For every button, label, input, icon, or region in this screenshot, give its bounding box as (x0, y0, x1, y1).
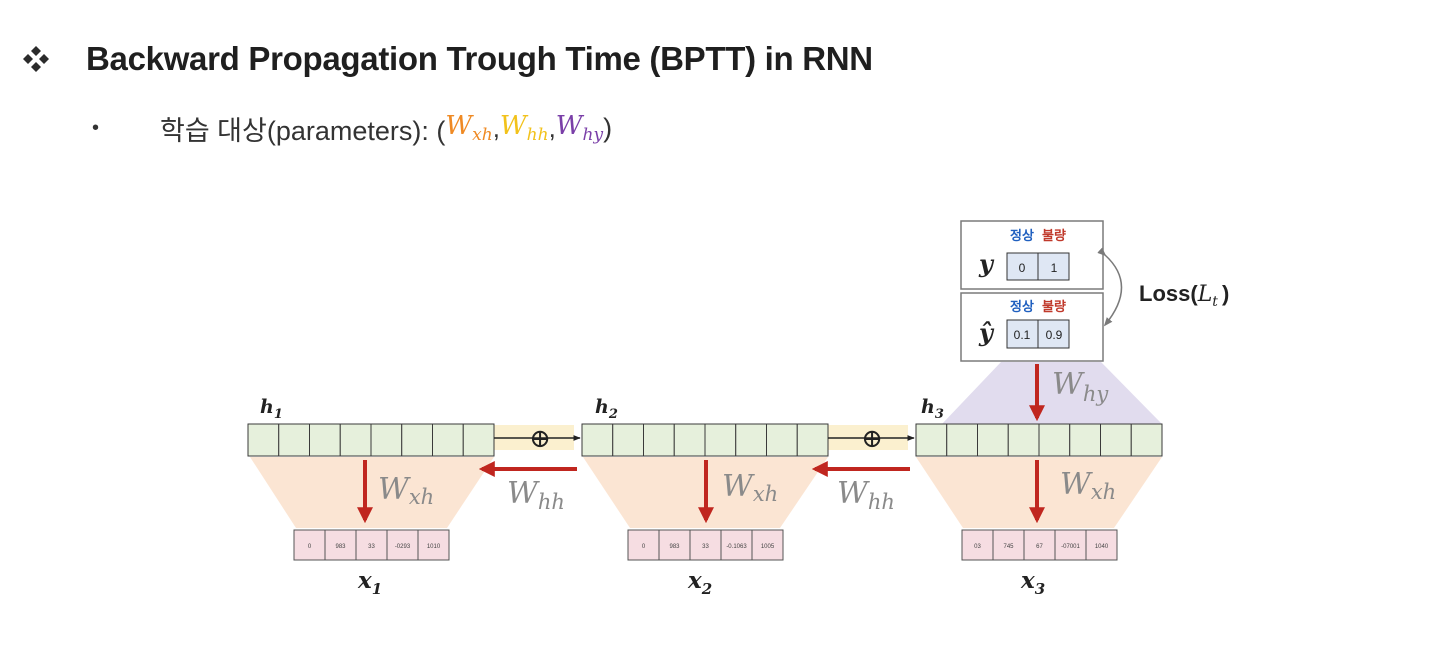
hidden-cell-h2 (796, 423, 829, 457)
hidden-cell-h2 (673, 423, 706, 457)
hidden-cell-h3 (1007, 423, 1040, 457)
hidden-cell-h1 (278, 423, 310, 457)
weight-label-hh-2: Whh (837, 476, 895, 514)
param-w-hy: Why (555, 110, 604, 146)
yhat-label: ŷ (978, 318, 995, 347)
hidden-cell-h1 (339, 423, 372, 457)
hidden-cell-h3 (1038, 423, 1071, 457)
input-cell-x3 (1023, 529, 1056, 561)
y-class-normal-label: 정상 (1010, 228, 1034, 244)
hidden-cell-h3 (977, 423, 1009, 457)
param-separator: , (492, 112, 500, 143)
hidden-cell-h3 (1069, 423, 1101, 457)
weight-label-hh-1: Whh (507, 476, 565, 514)
subtitle-row: • 학습 대상(parameters): ( Wxh , Whh , Why ) (92, 108, 612, 148)
input-value-x3: 1040 (1095, 544, 1109, 550)
input-value-x2: 0 (642, 544, 646, 550)
hidden-cell-h1 (309, 423, 341, 457)
hidden-cell-h3 (915, 423, 948, 457)
param-separator: , (548, 112, 556, 143)
hidden-cell-h3 (1130, 423, 1163, 457)
input-value-x3: 745 (1003, 544, 1014, 550)
input-cell-x3 (992, 529, 1025, 561)
param-w-hh: Whh (499, 110, 549, 146)
input-cell-x1 (417, 529, 450, 561)
input-vectors: 0 983 33 -0293 1010 0 983 33 -0.1063 1005 03 745 67 -… (293, 529, 1118, 561)
title-row: Backward Propagation Trough Time (BPTT) … (22, 34, 873, 84)
yhat-class-defect-label: 불량 (1042, 300, 1066, 315)
input-value-x1: 983 (335, 544, 346, 550)
y-label: y (978, 249, 995, 278)
input-value-x1: -0293 (395, 544, 411, 550)
subtitle-text: 학습 대상(parameters): ( (160, 115, 446, 146)
input-cell-x1 (386, 529, 419, 561)
weight-label-xh-1: Wxh (378, 472, 434, 509)
input-value-x1: 33 (368, 544, 375, 550)
hy-projection-shape (942, 362, 1162, 424)
input-cell-x2 (627, 529, 660, 561)
input-value-x3: -07001 (1061, 544, 1080, 550)
yhat-value-1: 0.9 (1046, 328, 1063, 342)
hidden-cell-h3 (1100, 423, 1132, 457)
input-value-x3: 67 (1036, 544, 1043, 550)
hidden-cell-h2 (581, 423, 614, 457)
weight-label-xh-2: Wxh (722, 469, 778, 506)
x3-label: x3 (1020, 567, 1045, 598)
plus-icon-1: ⊕ (529, 424, 551, 454)
input-cell-x2 (689, 529, 722, 561)
y-value-0: 0 (1019, 261, 1026, 275)
input-cell-x2 (720, 529, 753, 561)
closing-paren: ) (603, 112, 613, 143)
input-value-x1: 1010 (427, 544, 441, 550)
y-class-defect-label: 불량 (1042, 229, 1066, 244)
param-w-xh: Wxh (445, 110, 493, 146)
input-cell-x3 (1085, 529, 1118, 561)
page-title: Backward Propagation Trough Time (BPTT) … (86, 40, 873, 77)
input-value-x3: 03 (974, 544, 981, 550)
hidden-cell-h1 (462, 423, 495, 457)
input-cell-x2 (658, 529, 691, 561)
hidden-cell-h2 (704, 423, 737, 457)
hidden-cell-h2 (735, 423, 767, 457)
yhat-cell-1 (1037, 319, 1070, 349)
hidden-cell-h1 (247, 423, 280, 457)
yhat-class-normal-label: 정상 (1010, 299, 1034, 315)
input-value-x2: 983 (669, 544, 680, 550)
input-cell-x2 (751, 529, 784, 561)
hidden-cell-h2 (612, 423, 644, 457)
hidden-cell-h2 (766, 423, 798, 457)
xh-projection-shape-1 (250, 457, 494, 528)
hidden-cell-h3 (946, 423, 978, 457)
weight-label-hy: Why (1052, 367, 1109, 406)
four-diamond-bullet-icon (23, 46, 49, 72)
hidden-cell-h1 (432, 423, 464, 457)
input-value-x2: 1005 (761, 544, 775, 550)
h2-label: h2 (595, 396, 618, 422)
input-value-x2: -0.1063 (726, 544, 747, 550)
hidden-cell-h2 (643, 423, 675, 457)
yhat-value-0: 0.1 (1014, 328, 1031, 342)
y-cell-1 (1037, 252, 1070, 281)
hidden-cell-h1 (370, 423, 403, 457)
input-value-x2: 33 (702, 544, 709, 550)
input-value-x1: 0 (308, 544, 312, 550)
h1-label: h1 (260, 396, 283, 422)
weight-label-xh-3: Wxh (1060, 467, 1116, 504)
y-cell-0 (1006, 252, 1039, 281)
loss-label: Loss(Lt) (1139, 281, 1229, 310)
hidden-cell-h1 (401, 423, 433, 457)
y-value-1: 1 (1051, 261, 1058, 275)
hidden-vectors (247, 423, 1163, 457)
x1-label: x1 (357, 567, 382, 598)
h3-label: h3 (921, 396, 944, 422)
loss-curve-arrow (1097, 247, 1123, 327)
plus-icon-2: ⊕ (861, 424, 883, 454)
bullet: • (92, 116, 100, 139)
x2-label: x2 (687, 567, 712, 598)
